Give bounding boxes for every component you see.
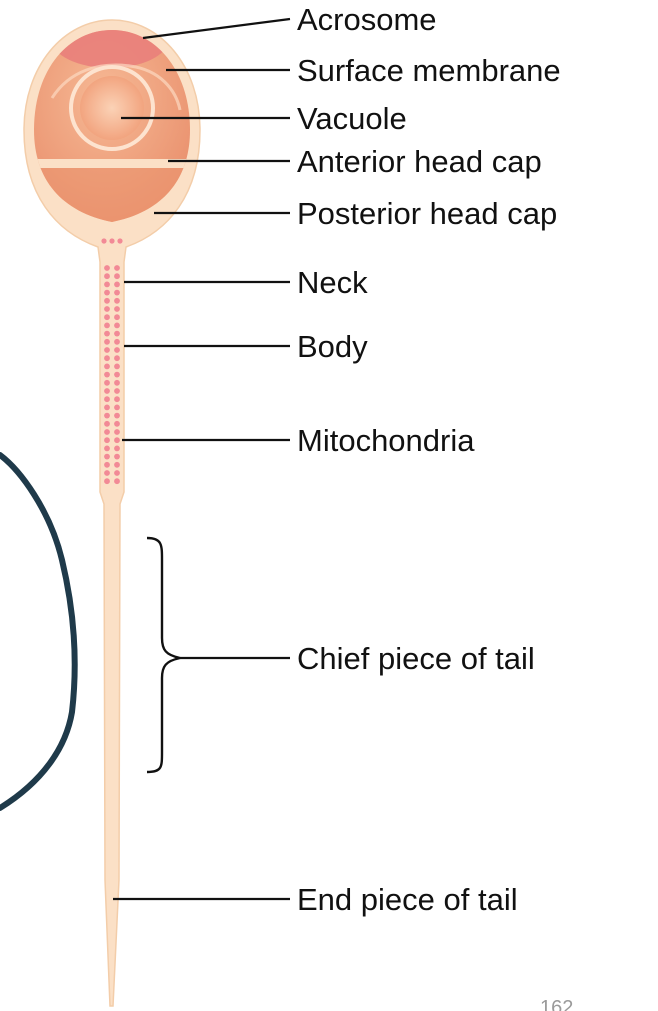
mitochondrion-dot (104, 290, 110, 296)
mitochondrion-dot (104, 462, 110, 468)
posterior-head-cap-label: Posterior head cap (297, 196, 557, 231)
neck-dot (101, 238, 106, 243)
mitochondrion-dot (114, 290, 120, 296)
mitochondrion-dot (104, 470, 110, 476)
mitochondrion-dot (104, 388, 110, 394)
mitochondrion-dot (104, 306, 110, 312)
mitochondrion-dot (114, 388, 120, 394)
mitochondrion-dot (114, 470, 120, 476)
mitochondrion-dot (114, 372, 120, 378)
mitochondrion-dot (104, 405, 110, 411)
mitochondrion-dot (104, 413, 110, 419)
hand-drawn-annotation (0, 455, 75, 808)
mitochondrion-dot (104, 355, 110, 361)
mitochondrion-dot (114, 413, 120, 419)
neck-dot (109, 238, 114, 243)
mitochondrion-dot (114, 314, 120, 320)
mitochondrion-dot (114, 421, 120, 427)
chief-piece-brace (147, 538, 180, 772)
mitochondrion-dot (104, 273, 110, 279)
mitochondrion-dot (114, 331, 120, 337)
neck-dot (117, 238, 122, 243)
mitochondrion-dot (114, 364, 120, 370)
mitochondrion-dot (114, 405, 120, 411)
mitochondrion-dot (114, 380, 120, 386)
vacuole-label: Vacuole (297, 101, 407, 136)
mitochondrion-dot (104, 339, 110, 345)
mitochondrion-dot (104, 372, 110, 378)
mitochondrion-dot (114, 265, 120, 271)
mitochondrion-dot (104, 396, 110, 402)
mitochondrion-dot (104, 265, 110, 271)
acrosome-leader (143, 19, 290, 38)
mitochondrion-dot (114, 339, 120, 345)
anterior-head-cap-label: Anterior head cap (297, 144, 542, 179)
vacuole-shape (80, 76, 144, 140)
mitochondrion-dot (104, 314, 110, 320)
mitochondrion-dot (114, 437, 120, 443)
chief-piece-label: Chief piece of tail (297, 641, 535, 676)
mitochondrion-dot (104, 298, 110, 304)
surface-membrane-label: Surface membrane (297, 53, 561, 88)
mitochondrion-dot (114, 306, 120, 312)
mitochondrion-dot (114, 462, 120, 468)
mitochondrion-dot (104, 347, 110, 353)
mitochondrion-dot (104, 421, 110, 427)
mitochondrion-dot (114, 454, 120, 460)
mitochondria-label: Mitochondria (297, 423, 475, 458)
mitochondrion-dot (104, 454, 110, 460)
body-label: Body (297, 329, 368, 364)
mitochondrion-dot (114, 298, 120, 304)
neck-label: Neck (297, 265, 368, 300)
mitochondrion-dot (114, 282, 120, 288)
acrosome-label: Acrosome (297, 2, 437, 37)
mitochondrion-dot (104, 446, 110, 452)
mitochondrion-dot (114, 429, 120, 435)
mitochondrion-dot (104, 380, 110, 386)
mitochondrion-dot (104, 437, 110, 443)
mitochondrion-dot (114, 478, 120, 484)
end-piece-label: End piece of tail (297, 882, 518, 917)
mitochondrion-dot (104, 331, 110, 337)
page-number: 162 (540, 997, 573, 1011)
mitochondrion-dot (114, 396, 120, 402)
mitochondrion-dot (114, 355, 120, 361)
mitochondrion-dot (114, 446, 120, 452)
mitochondrion-dot (114, 273, 120, 279)
mitochondrion-dot (104, 478, 110, 484)
mitochondrion-dot (114, 347, 120, 353)
mitochondrion-dot (104, 323, 110, 329)
mitochondrion-dot (104, 429, 110, 435)
mitochondrion-dot (114, 323, 120, 329)
mitochondrion-dot (104, 364, 110, 370)
mitochondrion-dot (104, 282, 110, 288)
